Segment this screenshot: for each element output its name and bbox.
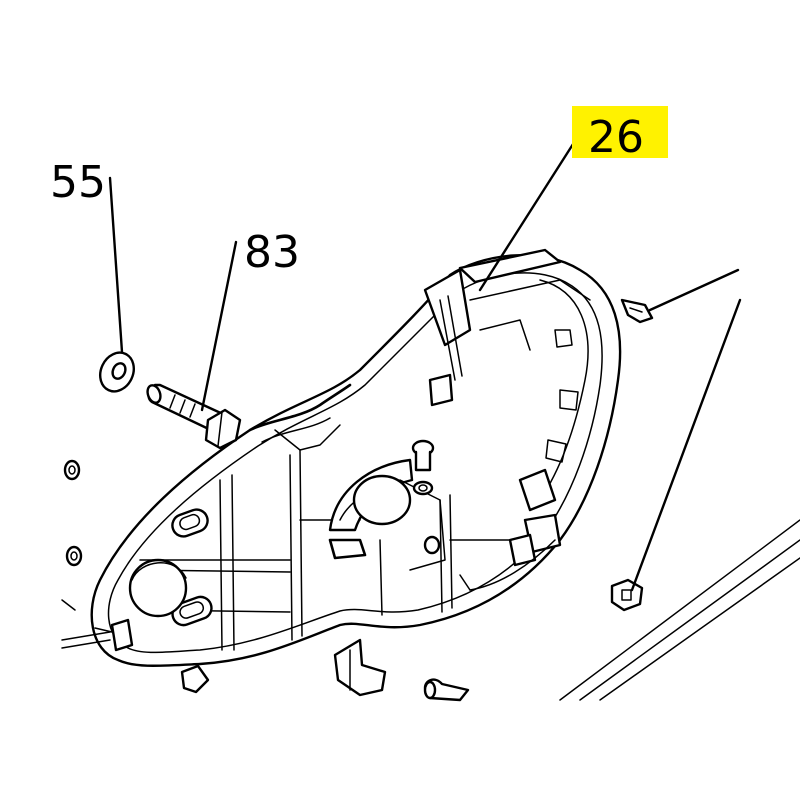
leader-26 [478,128,584,292]
leader-lines [108,128,742,592]
callout-26-highlight [572,106,668,158]
callout-26-label: 26 [588,112,644,163]
leader-55 [108,176,124,354]
leader-83 [200,240,238,412]
clip-lower-right [610,578,644,612]
callout-55-label: 55 [50,157,106,208]
leader-clip-upper [648,268,740,312]
clip-upper-right [620,298,654,324]
leader-clip-lower [630,298,742,592]
left-fittings [61,459,111,649]
washer-part-55 [99,351,135,393]
bottom-parts [180,638,470,702]
callout-83-label: 83 [244,227,300,278]
bolt-part-83 [146,383,242,450]
chain-guard-cover [90,248,622,667]
side-panel [559,519,800,701]
